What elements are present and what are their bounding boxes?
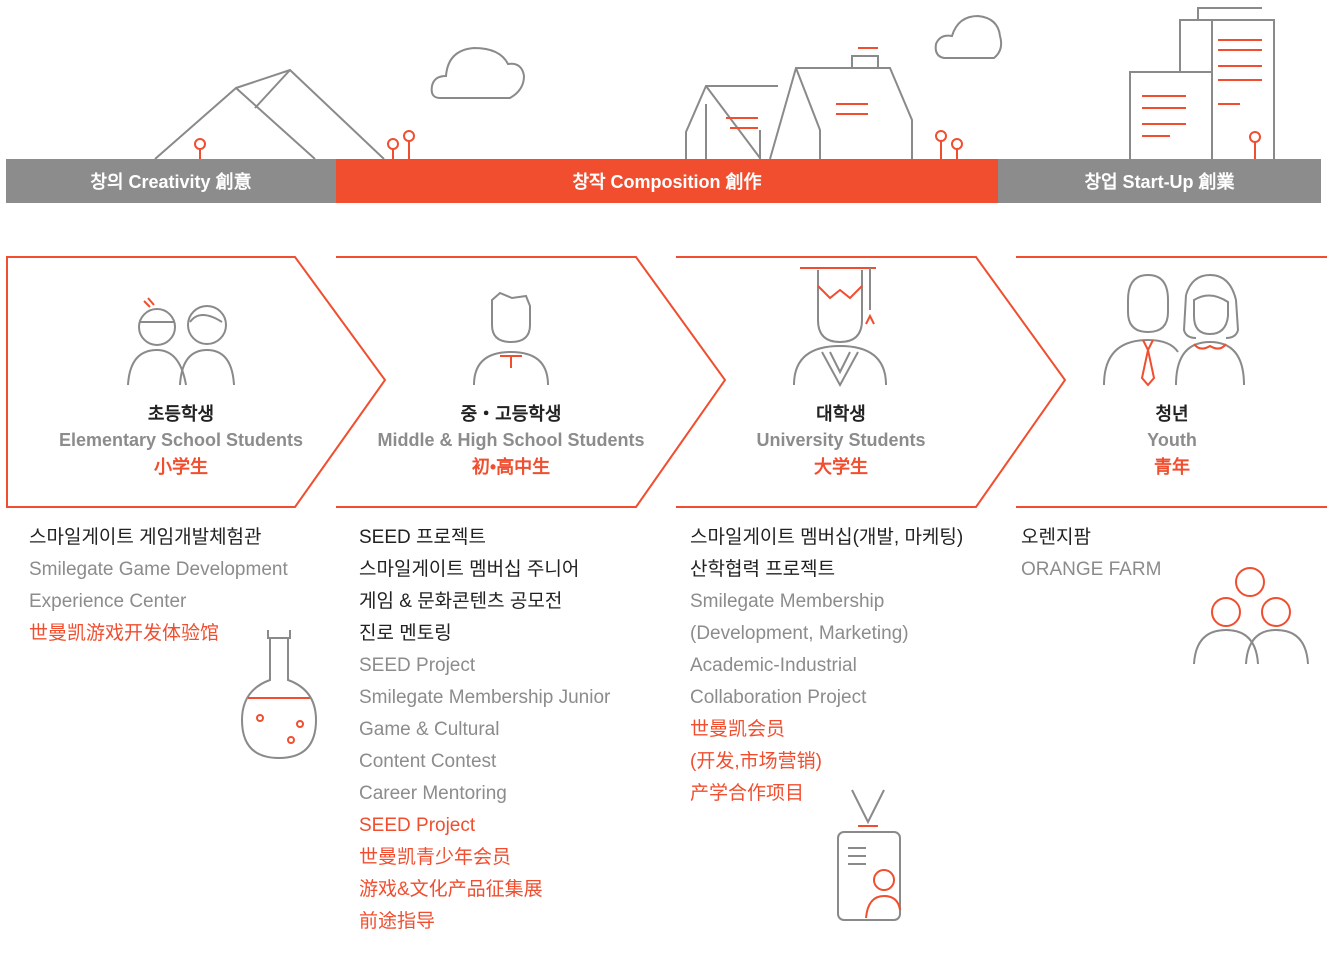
stage-label-university: 대학생 University Students 大学生 [671, 401, 1011, 480]
program-line: 世曼凯会员 [690, 719, 786, 740]
stage-title-zh: 青年 [1154, 457, 1190, 477]
children-icon [127, 297, 235, 386]
houses-icon [685, 55, 913, 160]
program-list: 스마일게이트 멤버십(개발, 마케팅) 산학협력 프로젝트 Smilegate Me… [690, 522, 963, 810]
tree-icon [194, 138, 206, 159]
cloud-icon [934, 14, 1003, 59]
tree-icon [387, 130, 415, 159]
stage-title-en: University Students [756, 430, 926, 450]
program-line: SEED 프로젝트 [359, 527, 486, 548]
program-line: Smilegate Game Development [29, 559, 288, 580]
band-label: 창업 Start-Up 創業 [1084, 172, 1235, 192]
stage-label-youth: 청년 Youth 青年 [1002, 401, 1327, 480]
band-startup: 창업 Start-Up 創業 [998, 159, 1321, 203]
stage-title-zh: 小学生 [154, 457, 208, 477]
program-line: (开发,市场营销) [690, 751, 822, 772]
stage-arrow [1016, 256, 1327, 508]
band-composition: 창작 Composition 創作 [336, 159, 998, 203]
program-line: Content Contest [359, 751, 497, 772]
stage-title-ko: 초등학생 [147, 404, 215, 424]
program-line: 산학협력 프로젝트 [690, 559, 836, 580]
mountains-icon [154, 68, 385, 160]
stage-title-en: Elementary School Students [58, 430, 304, 450]
teen-student-icon [473, 291, 549, 386]
program-line: Academic-Industrial [690, 655, 857, 676]
program-line: 游戏&文化产品征集展 [359, 879, 543, 900]
stage-title-ko: 대학생 [816, 404, 866, 424]
program-line: SEED Project [359, 655, 476, 676]
program-line: Career Mentoring [359, 783, 507, 804]
program-line: 스마일게이트 멤버십(개발, 마케팅) [690, 527, 964, 548]
program-line: 前途指导 [359, 911, 436, 932]
program-line: 스마일게이트 게임개발체험관 [29, 527, 262, 548]
program-line: Experience Center [29, 591, 187, 612]
program-line: (Development, Marketing) [690, 623, 909, 644]
program-line: 产学合作项目 [690, 783, 805, 804]
band-label: 창작 Composition 創作 [572, 172, 762, 192]
program-line: Smilegate Membership Junior [359, 687, 611, 708]
program-line: 오렌지팜 [1021, 527, 1091, 548]
stage-title-zh: 大学生 [814, 457, 868, 477]
program-line: 진로 멘토링 [359, 623, 452, 644]
stage-arrow [336, 256, 727, 508]
tree-icon [935, 130, 963, 159]
stage-title-en: Youth [1147, 430, 1197, 450]
buildings-icon [1129, 7, 1275, 159]
stage-title-en: Middle & High School Students [377, 430, 645, 450]
program-line: 게임 & 문화콘텐츠 공모전 [359, 591, 563, 612]
cloud-icon [430, 46, 526, 99]
team-icon [1193, 567, 1309, 665]
program-line: SEED Project [359, 815, 476, 836]
stage-label-elementary: 초등학생 Elementary School Students 小学生 [11, 401, 351, 480]
graduate-icon [793, 267, 887, 388]
band-creativity: 창의 Creativity 創意 [6, 159, 336, 203]
program-line: Game & Cultural [359, 719, 500, 740]
stage-arrow [676, 256, 1067, 508]
program-line: 世曼凯青少年会员 [359, 847, 512, 868]
stage-title-zh: 初•高中生 [471, 457, 551, 477]
program-line: 스마일게이트 멤버십 주니어 [359, 559, 580, 580]
landscape-scene [154, 7, 1275, 160]
tree-icon [1249, 131, 1261, 159]
program-list: 스마일게이트 게임개발체험관 Smilegate Game Development… [29, 522, 288, 650]
stage-label-secondary: 중・고등학생 Middle & High School Students 初•高… [341, 401, 681, 480]
program-line: ORANGE FARM [1021, 559, 1162, 580]
program-list: 오렌지팜 ORANGE FARM [1021, 522, 1161, 586]
program-line: 世曼凯游戏开发体验馆 [29, 623, 220, 644]
young-adults-icon [1103, 273, 1245, 387]
stage-arrow [6, 256, 387, 508]
stage-title-ko: 중・고등학생 [460, 404, 562, 424]
program-line: Collaboration Project [690, 687, 867, 708]
program-line: Smilegate Membership [690, 591, 885, 612]
stage-chevrons [6, 256, 1327, 508]
band-label: 창의 Creativity 創意 [90, 172, 252, 192]
stage-title-ko: 청년 [1155, 404, 1189, 424]
